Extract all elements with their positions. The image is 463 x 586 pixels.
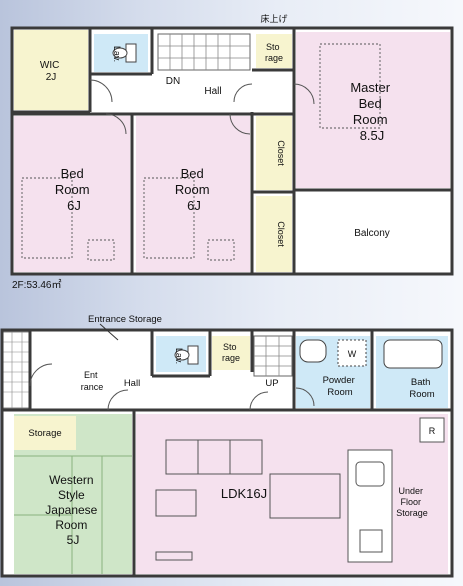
door-swing bbox=[107, 389, 129, 411]
lower-storage-2 bbox=[14, 416, 76, 450]
bed-room-2 bbox=[136, 116, 250, 272]
closet-2-label: Closet bbox=[276, 221, 286, 247]
fridge-box bbox=[419, 417, 445, 443]
lower-storage-room bbox=[212, 336, 250, 370]
upper-floor: WIC 2J Lav. 床上げ Sto rage DN Hall Master … bbox=[10, 13, 454, 291]
upper-storage-room bbox=[256, 34, 292, 68]
door-swing bbox=[249, 391, 269, 411]
dn-label: DN bbox=[166, 76, 180, 87]
lower-toilet-icon bbox=[174, 345, 199, 365]
bed-2-furniture bbox=[143, 177, 195, 259]
washer-icon bbox=[337, 339, 367, 367]
lower-outer-wall bbox=[0, 328, 454, 578]
wic-room bbox=[14, 30, 88, 110]
lower-storage-label: Sto rage bbox=[222, 342, 240, 363]
lower-storage-2-label: Storage bbox=[28, 428, 61, 439]
dining-table-icon bbox=[269, 473, 341, 519]
bathtub-icon bbox=[383, 339, 443, 369]
wic-label: WIC 2J bbox=[40, 60, 62, 83]
washer-label: W bbox=[348, 349, 357, 359]
door-swing bbox=[105, 113, 127, 135]
entrance-tiles bbox=[1, 331, 31, 409]
bed-1-furniture bbox=[21, 177, 73, 259]
japanese-room-label: Western Style Japanese Room 5J bbox=[45, 473, 100, 547]
upper-storage-label: Sto rage bbox=[265, 42, 283, 63]
closet-1-label: Closet bbox=[276, 140, 286, 166]
balcony-label: Balcony bbox=[354, 228, 390, 239]
door-swing bbox=[89, 79, 113, 103]
bed-room-2-label: Bed Room 6J bbox=[175, 166, 213, 213]
tatami-grid bbox=[14, 455, 132, 574]
bed-room-1-label: Bed Room 6J bbox=[55, 166, 93, 213]
upper-toilet-icon bbox=[112, 43, 137, 63]
kitchen-sink-icon bbox=[355, 461, 385, 487]
master-bed-room bbox=[296, 32, 450, 188]
tv-stand-icon bbox=[155, 551, 193, 561]
sofa-icon bbox=[165, 439, 263, 475]
balcony bbox=[296, 194, 450, 272]
lower-hall-label: Hall bbox=[124, 378, 140, 389]
upper-stairs bbox=[157, 33, 251, 71]
sink-icon bbox=[299, 339, 327, 363]
door-swing bbox=[29, 363, 53, 387]
entrance-storage-label: Entrance Storage bbox=[88, 314, 162, 325]
upper-outer-wall bbox=[10, 26, 454, 276]
fridge-label: R bbox=[429, 426, 436, 436]
lower-stairs bbox=[253, 335, 293, 377]
desk-2 bbox=[207, 239, 235, 261]
bath-room-label: Bath Room bbox=[409, 377, 434, 400]
powder-room-label: Powder Room bbox=[323, 375, 358, 398]
upper-lav-label: Lav. bbox=[112, 46, 122, 62]
upper-floor-raise-note: 床上げ bbox=[260, 13, 287, 24]
door-swing bbox=[233, 83, 253, 103]
door-swing bbox=[229, 113, 251, 135]
closet-2 bbox=[256, 196, 292, 272]
under-floor-storage-label: Under Floor Storage bbox=[396, 486, 428, 518]
ldk-label: LDK16J bbox=[221, 486, 267, 501]
upper-floor-area: 2F:53.46㎡ bbox=[12, 279, 61, 291]
lower-floor: Entrance Storage Ent rance Hall Lav. Sto… bbox=[0, 314, 454, 578]
ldk-room bbox=[136, 414, 448, 574]
upper-hall-label: Hall bbox=[204, 86, 221, 97]
closet-1 bbox=[256, 116, 292, 190]
entrance-storage-leader bbox=[99, 323, 119, 341]
desk-1 bbox=[87, 239, 115, 261]
door-swing bbox=[293, 83, 315, 105]
lower-lav-label: Lav. bbox=[174, 348, 184, 364]
up-label: UP bbox=[265, 378, 278, 389]
entrance-label: Ent rance bbox=[81, 370, 104, 392]
door-swing bbox=[295, 387, 315, 407]
stove-icon bbox=[359, 529, 383, 553]
master-bed bbox=[319, 43, 381, 129]
master-bed-label: Master Bed Room 8.5J bbox=[350, 80, 393, 143]
kitchen-counter bbox=[347, 449, 393, 563]
coffee-table-icon bbox=[155, 489, 197, 517]
